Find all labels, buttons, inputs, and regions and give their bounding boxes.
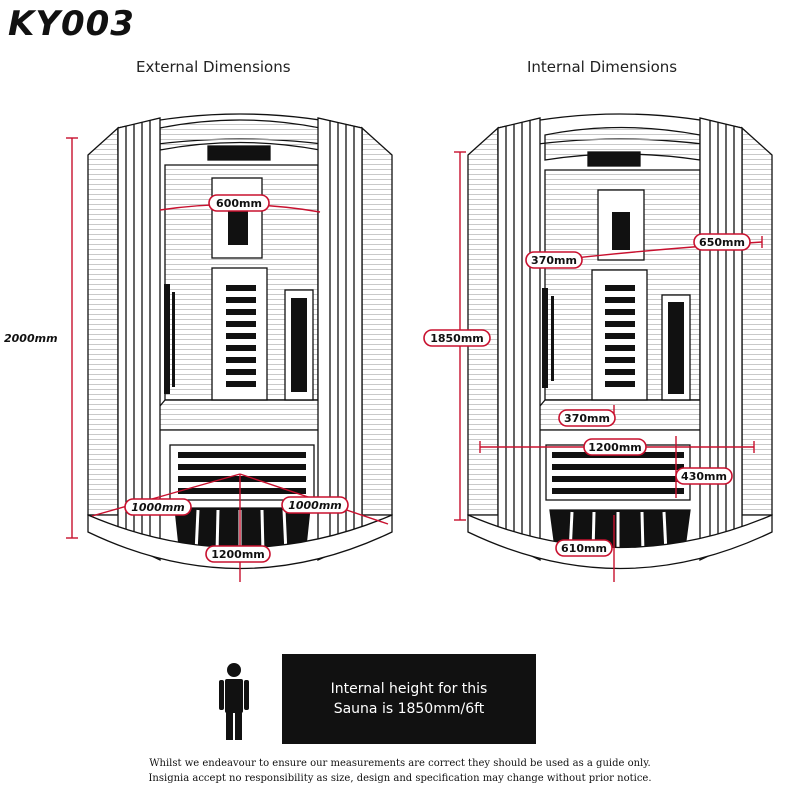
dim-label-ext-left-side: 1000mm: [124, 498, 192, 516]
disclaimer-line-1: Whilst we endeavour to ensure our measur…: [149, 758, 651, 769]
int-back-right-text: 650mm: [699, 236, 745, 249]
ext-right-side-text: 1000mm: [288, 499, 342, 512]
dim-label-int-width: 1200mm: [583, 438, 647, 456]
int-floor-depth-text: 610mm: [561, 542, 607, 555]
ext-left-side-text: 1000mm: [131, 501, 185, 514]
person-silhouette-icon: [219, 663, 249, 740]
int-height-text: 1850mm: [430, 332, 484, 345]
dim-label-ext-height: 2000mm: [4, 332, 58, 345]
internal-height-info-box: Internal height for this Sauna is 1850mm…: [282, 654, 536, 744]
dim-label-int-height: 1850mm: [423, 329, 491, 347]
info-box-line-1: Internal height for this: [330, 681, 488, 697]
int-width-text: 1200mm: [588, 441, 642, 454]
model-title: KY003: [8, 4, 135, 44]
ext-height-text: 2000mm: [4, 332, 58, 345]
int-bench-height-text: 430mm: [681, 470, 727, 483]
ext-front-width-text: 1200mm: [211, 548, 265, 561]
dim-label-ext-back-width: 600mm: [208, 194, 270, 212]
ext-back-width-text: 600mm: [216, 197, 262, 210]
dim-label-int-bench-height: 430mm: [675, 467, 733, 485]
dim-label-ext-front-width: 1200mm: [205, 545, 271, 563]
int-back-left-text: 370mm: [531, 254, 577, 267]
dim-label-int-back-right: 650mm: [693, 233, 751, 251]
dim-label-int-bench-depth: 370mm: [558, 409, 616, 427]
dim-label-int-back-left: 370mm: [525, 251, 583, 269]
internal-dimensions-caption: Internal Dimensions: [527, 58, 678, 76]
internal-sauna-drawing: [467, 113, 773, 570]
int-bench-depth-text: 370mm: [564, 412, 610, 425]
disclaimer-line-2: Insignia accept no responsibility as siz…: [148, 773, 652, 784]
info-box-line-2: Sauna is 1850mm/6ft: [333, 701, 485, 717]
external-sauna-drawing: [87, 113, 393, 570]
ext-vent: [207, 145, 271, 161]
dim-label-ext-right-side: 1000mm: [281, 496, 349, 514]
dim-label-int-floor-depth: 610mm: [555, 539, 613, 557]
external-dimensions-caption: External Dimensions: [136, 58, 291, 76]
